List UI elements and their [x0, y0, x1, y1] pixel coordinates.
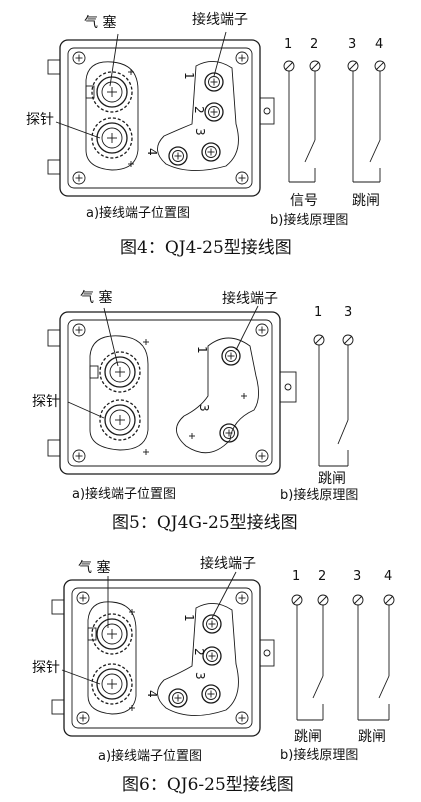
figure-6: 气 塞 接线端子 探针 1 2 3 4 a)接线端子位置图 1 2 3 4 跳 — [32, 555, 395, 795]
figure-caption: 图6：QJ6-25型接线图 — [122, 775, 294, 795]
terminal-box-outline — [59, 39, 261, 197]
gas-plug-label: 气 塞 — [84, 14, 116, 31]
schematic-number: 4 — [384, 569, 392, 584]
subcaption-a: a)接线端子位置图 — [72, 486, 176, 502]
figure-caption: 图4：QJ4-25型接线图 — [120, 238, 292, 258]
schematic-number: 1 — [284, 37, 292, 52]
subcaption-b: b)接线原理图 — [280, 747, 358, 763]
schematic-6: 1 2 3 4 跳闸 跳闸 — [291, 569, 395, 745]
gas-plug-icon — [91, 613, 133, 655]
terminal-number: 4 — [145, 690, 159, 698]
schematic-number: 1 — [292, 569, 300, 584]
figure-5: 气 塞 接线端子 探针 1 3 a)接线端子位置图 1 3 跳闸 b)接线原理图… — [32, 289, 358, 533]
probe-label: 探针 — [26, 112, 54, 128]
probe-label: 探针 — [32, 394, 60, 410]
schematic-number: 2 — [310, 37, 318, 52]
schematic-number: 3 — [353, 569, 361, 584]
terminal-number: 1 — [182, 614, 196, 622]
terminal-number: 4 — [145, 148, 159, 156]
schematic-number: 3 — [348, 37, 356, 52]
contact-label: 跳闸 — [294, 729, 322, 745]
contact-label: 跳闸 — [318, 471, 346, 487]
subcaption-a: a)接线端子位置图 — [98, 748, 202, 764]
contact-label: 信号 — [290, 193, 318, 209]
probe-icon — [91, 663, 133, 705]
contact-label: 跳闸 — [352, 193, 380, 209]
schematic-number: 2 — [318, 569, 326, 584]
terminal-number: 3 — [193, 128, 207, 136]
terminal-label: 接线端子 — [200, 555, 256, 572]
terminal-label: 接线端子 — [192, 11, 248, 28]
schematic-number: 4 — [375, 37, 383, 52]
terminal-number: 1 — [195, 346, 209, 354]
terminal-label: 接线端子 — [222, 290, 278, 307]
terminal-number: 2 — [192, 648, 206, 656]
probe-icon — [99, 399, 141, 441]
gas-plug-icon — [99, 351, 141, 393]
terminal-number: 1 — [182, 72, 196, 80]
subcaption-a: a)接线端子位置图 — [86, 205, 190, 221]
gas-plug-label: 气 塞 — [80, 289, 112, 306]
gas-plug-icon — [91, 71, 133, 113]
subcaption-b: b)接线原理图 — [280, 487, 358, 503]
figure-caption: 图5：QJ4G-25型接线图 — [112, 513, 298, 533]
terminal-number: 2 — [192, 106, 206, 114]
subcaption-b: b)接线原理图 — [270, 212, 348, 228]
terminal-number: 3 — [193, 672, 207, 680]
terminal-number: 3 — [197, 404, 211, 412]
schematic-number: 3 — [344, 305, 352, 320]
probe-label: 探针 — [32, 660, 60, 676]
gas-plug-label: 气 塞 — [78, 559, 110, 576]
figure-4: 气 塞 接线端子 探针 1 2 3 4 a)接线端子位置图 1 2 3 4 — [26, 11, 386, 258]
schematic-number: 1 — [314, 305, 322, 320]
schematic-5: 1 3 跳闸 — [313, 305, 354, 487]
schematic-4: 1 2 3 4 信号 跳闸 — [283, 37, 386, 209]
probe-icon — [91, 117, 133, 159]
contact-label: 跳闸 — [358, 729, 386, 745]
